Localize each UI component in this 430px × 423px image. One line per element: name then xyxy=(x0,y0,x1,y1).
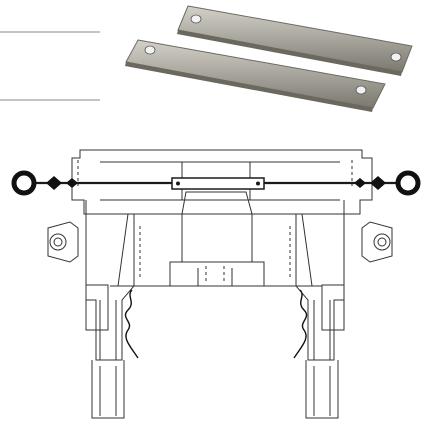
rod-end-eye-right xyxy=(395,170,421,196)
lifting-lug-left xyxy=(47,221,79,263)
rod-end-eye-left xyxy=(11,170,37,196)
cable-right xyxy=(293,289,308,359)
plate-hole xyxy=(390,52,402,62)
plate-lower xyxy=(125,39,386,112)
plate-upper xyxy=(177,5,413,76)
center-base xyxy=(169,261,265,287)
turnbuckle xyxy=(171,177,265,190)
cables xyxy=(124,289,308,359)
clamp-left xyxy=(46,176,62,190)
hidden-lines xyxy=(77,160,353,284)
clamp-right-inner xyxy=(354,178,366,188)
plate-hole xyxy=(144,45,156,55)
lifting-lug-right xyxy=(361,221,393,263)
frame-drawing xyxy=(47,149,393,419)
center-column xyxy=(181,191,253,263)
center-body xyxy=(117,213,313,287)
clamp-right xyxy=(370,176,386,190)
plate-hole xyxy=(190,14,202,24)
side-bar xyxy=(85,284,345,331)
leg-right xyxy=(295,200,345,419)
leg-left xyxy=(85,200,135,419)
tie-rod-assembly xyxy=(11,170,421,196)
housing-detail xyxy=(100,161,340,201)
clamp-left-inner xyxy=(66,178,78,188)
cable-left xyxy=(124,289,139,359)
plate-hole xyxy=(355,85,367,95)
top-housing xyxy=(71,149,373,215)
mounting-plates xyxy=(125,5,413,112)
